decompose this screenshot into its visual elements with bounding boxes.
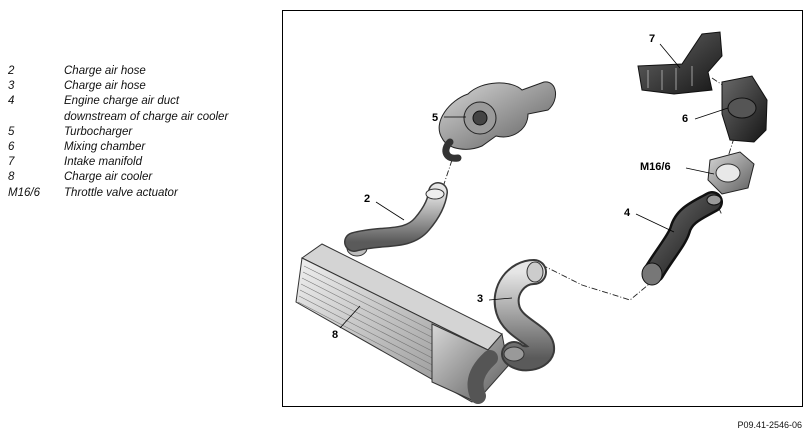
callout-5: 5 (432, 112, 438, 124)
callout-4: 4 (624, 207, 631, 219)
legend-key: 2 (8, 65, 15, 77)
legend-desc: Throttle valve actuator (64, 186, 178, 199)
charge-air-system-diagram: 2 3 4 5 6 7 8 M16/6 (295, 31, 768, 404)
legend-desc: Charge air hose (64, 80, 146, 93)
engine-charge-air-duct (641, 191, 723, 286)
legend-desc: Charge air hose (64, 65, 146, 77)
legend-desc: Intake manifold (64, 156, 142, 169)
legend-key: M16/6 (8, 186, 40, 199)
legend-desc: Charge air cooler (64, 171, 153, 184)
charge-air-hose-3 (467, 259, 555, 404)
legend-key: 7 (8, 156, 15, 169)
legend-desc: Mixing chamber (64, 141, 146, 154)
callout-3: 3 (477, 293, 483, 305)
legend-row: 4 Engine charge air duct (8, 94, 278, 109)
legend-row: 7 Intake manifold (8, 155, 278, 170)
callout-8: 8 (332, 329, 338, 341)
callout-m16-6: M16/6 (640, 161, 671, 173)
figure-reference: P09.41-2546-06 (737, 420, 802, 430)
callout-6: 6 (682, 113, 688, 125)
legend-row: M16/6 Throttle valve actuator (8, 186, 278, 201)
diagram-frame (282, 10, 803, 407)
throttle-valve-actuator (707, 151, 755, 195)
legend-row: 8 Charge air cooler (8, 170, 278, 185)
legend-row: 6 Mixing chamber (8, 140, 278, 155)
callout-2: 2 (364, 193, 370, 205)
charge-air-cooler (295, 239, 509, 403)
legend-row: 5 Turbocharger (8, 125, 278, 140)
turbocharger (438, 81, 556, 162)
charge-air-hose-2 (344, 182, 448, 252)
legend-key: 3 (8, 80, 15, 93)
callout-7: 7 (649, 33, 655, 45)
legend-desc: downstream of charge air cooler (64, 110, 229, 123)
legend-desc: Engine charge air duct (64, 95, 180, 108)
intake-manifold (637, 31, 723, 95)
legend-row: 3 Charge air hose (8, 79, 278, 94)
legend-desc: Turbocharger (64, 125, 133, 138)
legend-key: 5 (8, 125, 15, 138)
legend-key: 6 (8, 141, 15, 154)
legend-row-continuation: downstream of charge air cooler (8, 110, 278, 125)
legend-row: 2 Charge air hose (8, 64, 278, 79)
mixing-chamber (721, 75, 768, 143)
legend-key: 4 (8, 95, 15, 108)
legend-key: 8 (8, 171, 15, 184)
callout-leaders (339, 43, 729, 329)
